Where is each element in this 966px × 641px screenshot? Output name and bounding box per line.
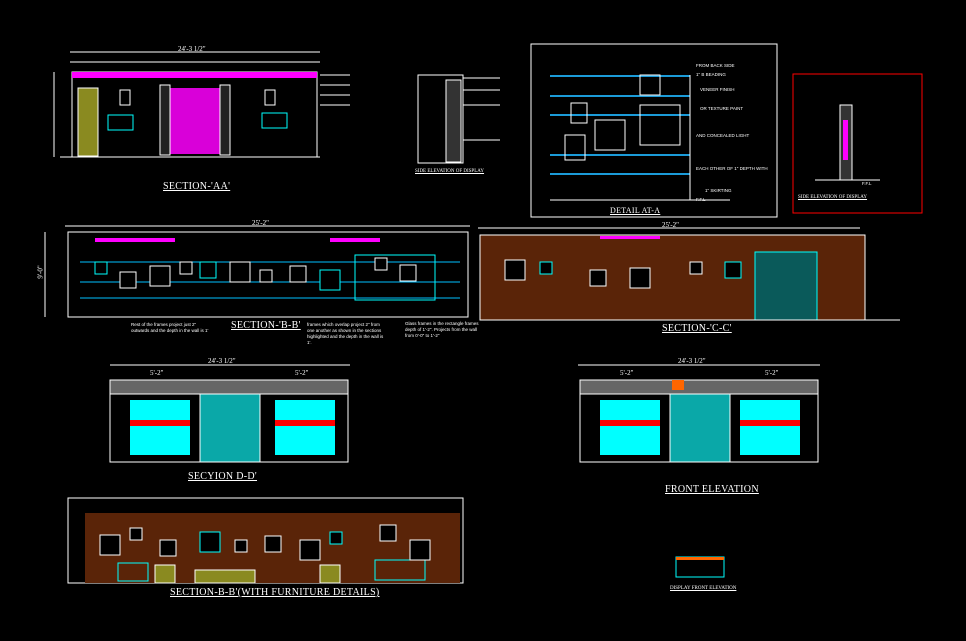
side-elevation-1-drawing [417, 74, 500, 164]
display-frame [159, 539, 177, 557]
section-dd-drawing [109, 364, 350, 463]
detail-label: OR TEXTURE PAINT [700, 106, 744, 111]
display-frame [199, 261, 217, 279]
dim-aa-total: 24'-3 1/2" [178, 45, 206, 53]
dim-fe-right: 5'-2" [765, 369, 779, 377]
dim-height: 9'-0" [36, 265, 45, 279]
display-frame [299, 539, 321, 561]
display-frame [234, 539, 248, 553]
title-section-aa: SECTION-'AA' [163, 181, 231, 192]
display-frame [689, 261, 703, 275]
detail-label: F.F.L [696, 197, 706, 202]
display-frames [94, 257, 742, 561]
display-frame [259, 269, 273, 283]
dim-dd-right: 5'-2" [295, 369, 309, 377]
display-frame [539, 261, 553, 275]
display-frame [229, 261, 251, 283]
detail-label: FROM BACK SIDE [696, 63, 735, 68]
display-frame [379, 524, 397, 542]
display-frame [199, 531, 221, 553]
display-frame [724, 261, 742, 279]
detail-a-drawing [530, 43, 778, 218]
title-side-elevation-2: SIDE ELEVATION OF DISPLAY [798, 195, 868, 200]
dim-dd-left: 5'-2" [150, 369, 164, 377]
display-frame [409, 539, 431, 561]
dim-cc-total: 25'-2" [662, 221, 679, 229]
section-cc-drawing [478, 227, 900, 321]
display-frame [119, 271, 137, 289]
title-side-elevation-1: SIDE ELEVATION OF DISPLAY [415, 169, 485, 174]
dim-bb-total: 25'-2" [252, 219, 269, 227]
detail-label: 1" B BEADING [696, 72, 726, 77]
detail-label: EACH OTHER OF 1" DEPTH WITH [696, 166, 768, 171]
display-frame [589, 269, 607, 287]
dim-fe-total: 24'-3 1/2" [678, 357, 706, 365]
display-frame [399, 264, 417, 282]
display-frame [374, 257, 388, 271]
title-section-dd: SECYION D-D' [188, 471, 258, 482]
display-frame [289, 265, 307, 283]
dim-dd-total: 24'-3 1/2" [208, 357, 236, 365]
display-frame [149, 265, 171, 287]
note-1: Rest of the frames project just 2" outwa… [131, 322, 209, 333]
note-2: frames which overlap project 2" from one… [307, 322, 384, 345]
title-section-bb-furniture: SECTION-B-B'(WITH FURNITURE DETAILS) [170, 587, 380, 598]
detail-label: VENEER FINISH [700, 87, 735, 92]
title-section-cc: SECTION-'C-C' [662, 323, 732, 334]
display-frame [179, 261, 193, 275]
front-elevation-drawing [578, 364, 820, 463]
display-frame [504, 259, 526, 281]
display-frame [264, 535, 282, 553]
note-3: Glass frames in the rectangle frames dep… [405, 321, 479, 338]
title-front-elevation: FRONT ELEVATION [665, 484, 759, 495]
dim-fe-left: 5'-2" [620, 369, 634, 377]
display-frame [629, 267, 651, 289]
display-frame [94, 261, 108, 275]
section-bb-drawing [44, 225, 470, 318]
side-elevation-2-drawing [792, 73, 923, 214]
display-frame [329, 531, 343, 545]
section-aa-drawing [53, 51, 350, 158]
display-frame [319, 269, 341, 291]
side-label-ffl: F.F.L [862, 181, 872, 186]
detail-label: 1" SKIRTING [705, 188, 732, 193]
display-frame [99, 534, 121, 556]
title-detail-a: DETAIL AT-A [610, 206, 661, 215]
detail-label: AND CONCEALED LIGHT [696, 133, 750, 138]
display-front-elevation-drawing [675, 556, 725, 578]
title-section-bb: SECTION-'B-B' [231, 320, 301, 331]
display-frame [129, 527, 143, 541]
title-display-front-elevation: DISPLAY FRONT ELEVATION [670, 586, 737, 591]
